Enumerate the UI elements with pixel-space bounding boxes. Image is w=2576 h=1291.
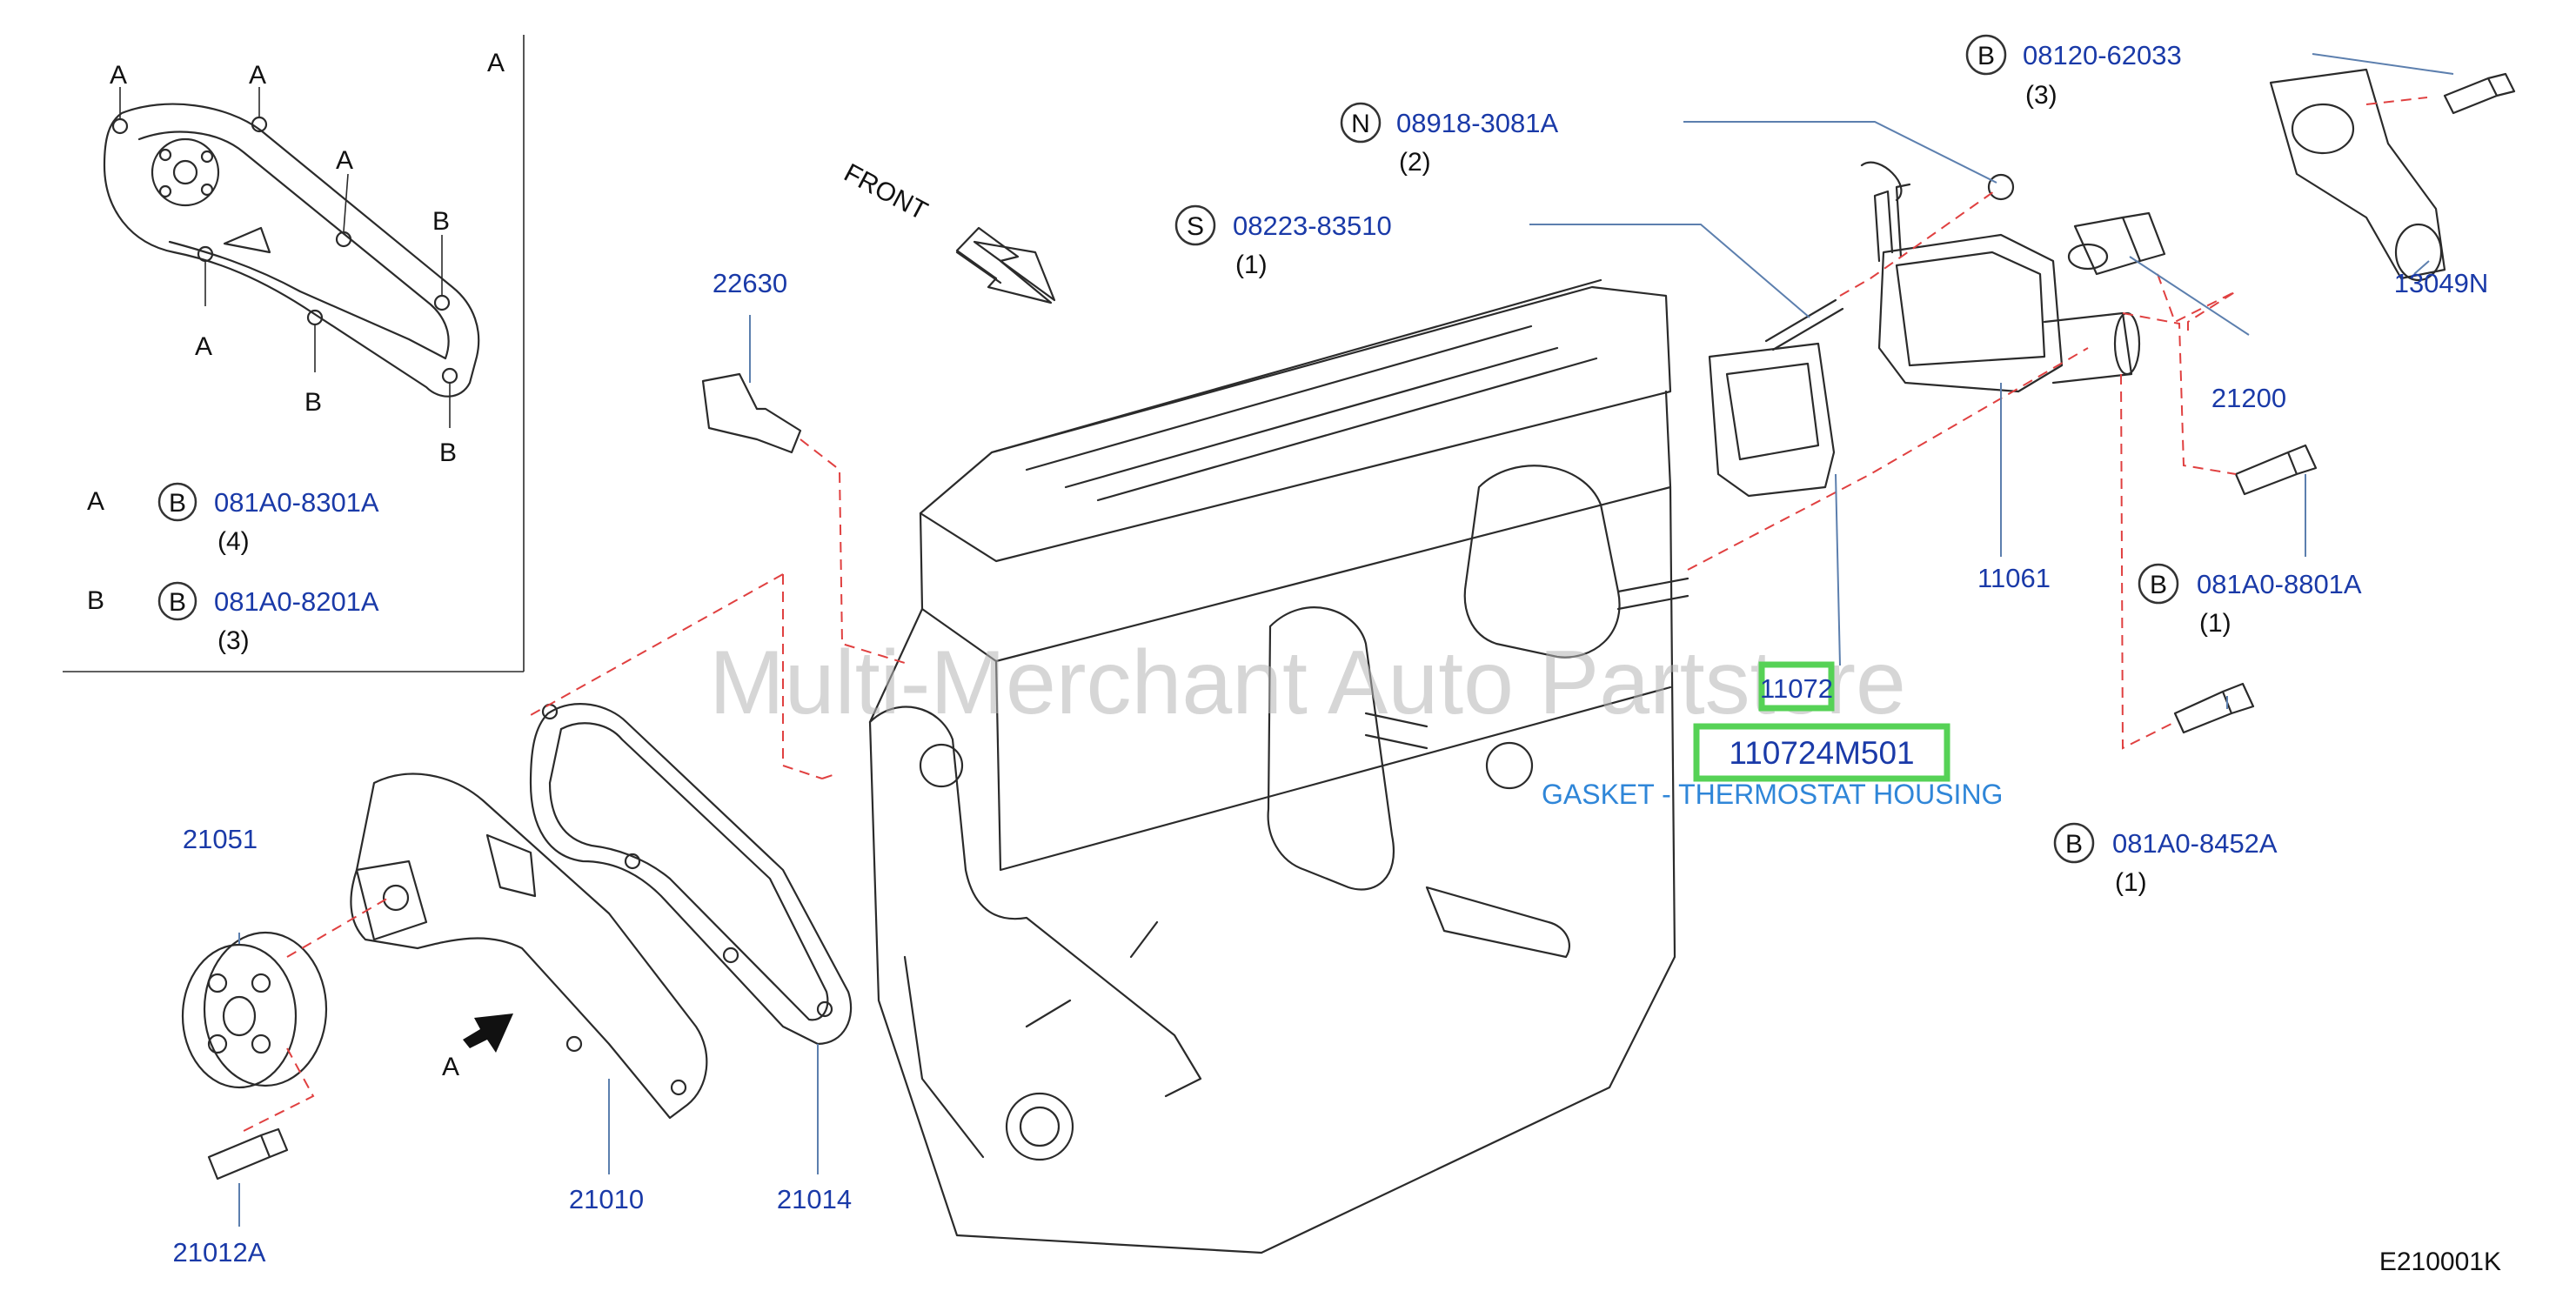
thermostat-shape <box>2067 211 2166 276</box>
inset-point-label: A <box>336 146 353 175</box>
inset-point-label: A <box>195 332 212 361</box>
highlight-box-part <box>1758 661 1835 712</box>
watermark: Multi-Merchant Auto Partstore <box>709 632 1906 733</box>
temp-sensor-shape <box>701 372 802 454</box>
inset-pump-drawing <box>103 87 480 428</box>
nut-shape <box>1987 173 2015 201</box>
highlight-box-oem <box>1693 723 1950 782</box>
legend-qty: (4) <box>217 527 250 556</box>
legend-symbol: B <box>169 588 186 617</box>
part-label-outlet[interactable]: 13049N <box>2394 268 2489 298</box>
highlight-oem-number[interactable]: 110724M501 <box>1729 735 1914 771</box>
thermostat-group-drawing <box>701 68 2516 734</box>
callout-symbol: B <box>2150 571 2167 599</box>
bolt-symbol-icon <box>1965 34 2007 76</box>
part-label-pump-gasket[interactable]: 21014 <box>777 1184 852 1214</box>
callout-symbol: B <box>2065 830 2083 859</box>
callout-part-number[interactable]: 08120-62033 <box>2023 40 2182 70</box>
view-arrow-label: A <box>442 1053 459 1081</box>
callout-qty: (1) <box>2199 609 2231 638</box>
stud-symbol-icon <box>1174 204 1216 246</box>
pump-group-drawing: A <box>181 703 853 1181</box>
inset-point-label: B <box>432 207 450 236</box>
front-arrow-outline <box>955 226 1053 304</box>
callout-nut[interactable]: N 08918-3081A (2) <box>1340 102 1558 177</box>
view-arrow-icon <box>463 1013 513 1053</box>
leader-lines <box>238 53 2454 1227</box>
legend-key: A <box>87 487 104 516</box>
pump-gasket-shape <box>529 703 853 1046</box>
part-label-housing[interactable]: 11061 <box>1977 563 2051 593</box>
part-label-thermostat[interactable]: 21200 <box>2211 383 2286 413</box>
part-label-pump[interactable]: 21010 <box>569 1184 644 1214</box>
inset-legend-row: B B 081A0-8201A (3) <box>87 581 379 655</box>
callout-stud[interactable]: S 08223-83510 (1) <box>1174 204 1392 279</box>
callout-part-number[interactable]: 081A0-8452A <box>2112 828 2278 859</box>
inset-panel: A A A A <box>63 35 525 672</box>
callout-qty: (3) <box>2025 81 2057 110</box>
front-label: FRONT <box>840 158 933 226</box>
callout-part-number[interactable]: 08223-83510 <box>1233 211 1392 241</box>
water-outlet-shape <box>2269 68 2446 282</box>
callout-symbol: S <box>1187 212 1204 241</box>
highlight-part-number[interactable]: 11072 <box>1760 673 1833 704</box>
stud-shape <box>1764 298 1844 351</box>
pulley-shape <box>181 931 328 1089</box>
bolt-symbol-icon <box>2053 822 2095 864</box>
part-label-bolt[interactable]: 21012A <box>173 1237 266 1268</box>
cam-cover <box>919 285 1672 563</box>
callout-qty: (1) <box>1235 251 1268 279</box>
legend-symbol: B <box>169 489 186 518</box>
legend-key: B <box>87 586 104 615</box>
inset-point-label: B <box>439 438 457 467</box>
callout-qty: (1) <box>2115 868 2147 897</box>
inset-point-label: B <box>304 388 322 417</box>
alignment-lines <box>243 97 2428 1132</box>
bolt-right-upper-shape <box>2234 444 2318 496</box>
thermostat-gasket-shape <box>1708 342 1836 498</box>
thermostat-housing-shape <box>1877 233 2064 393</box>
front-indicator: FRONT <box>840 158 1056 304</box>
bolt-symbol-icon <box>157 581 197 621</box>
bolt-top-shape <box>2443 72 2516 115</box>
callout-bolt-right-lower[interactable]: B 081A0-8452A (1) <box>2053 822 2278 897</box>
callout-symbol: N <box>1351 110 1370 138</box>
callout-part-number[interactable]: 081A0-8801A <box>2197 569 2362 599</box>
inset-legend-row: A B 081A0-8301A (4) <box>87 482 379 556</box>
legend-qty: (3) <box>217 626 250 655</box>
pump-bolt-shape <box>207 1127 289 1181</box>
highlight-description: GASKET - THERMOSTAT HOUSING <box>1542 779 2003 810</box>
water-pump-shape <box>350 773 708 1120</box>
highlighted-part[interactable]: 11072 110724M501 GASKET - THERMOSTAT HOU… <box>1542 661 2003 810</box>
nut-symbol-icon <box>1340 102 1382 144</box>
callout-part-number[interactable]: 08918-3081A <box>1396 108 1558 138</box>
bolt-right-lower-shape <box>2173 682 2255 734</box>
legend-part-number[interactable]: 081A0-8301A <box>214 487 379 518</box>
callout-bolt-top[interactable]: B 08120-62033 (3) <box>1965 34 2182 110</box>
callout-symbol: B <box>1977 42 1995 70</box>
part-label-pulley[interactable]: 21051 <box>183 824 258 854</box>
legend-part-number[interactable]: 081A0-8201A <box>214 586 379 617</box>
diagram-code: E210001K <box>2379 1248 2501 1276</box>
engine-block-drawing <box>868 278 1689 1254</box>
part-label-sensor[interactable]: 22630 <box>713 268 787 298</box>
callout-bolt-right-upper[interactable]: B 081A0-8801A (1) <box>2138 563 2362 638</box>
inset-point-label: A <box>249 61 266 90</box>
inset-point-label: A <box>110 61 127 90</box>
inset-corner-label: A <box>487 49 505 77</box>
bolt-symbol-icon <box>2138 563 2179 605</box>
callout-qty: (2) <box>1399 148 1431 177</box>
bolt-symbol-icon <box>157 482 197 522</box>
